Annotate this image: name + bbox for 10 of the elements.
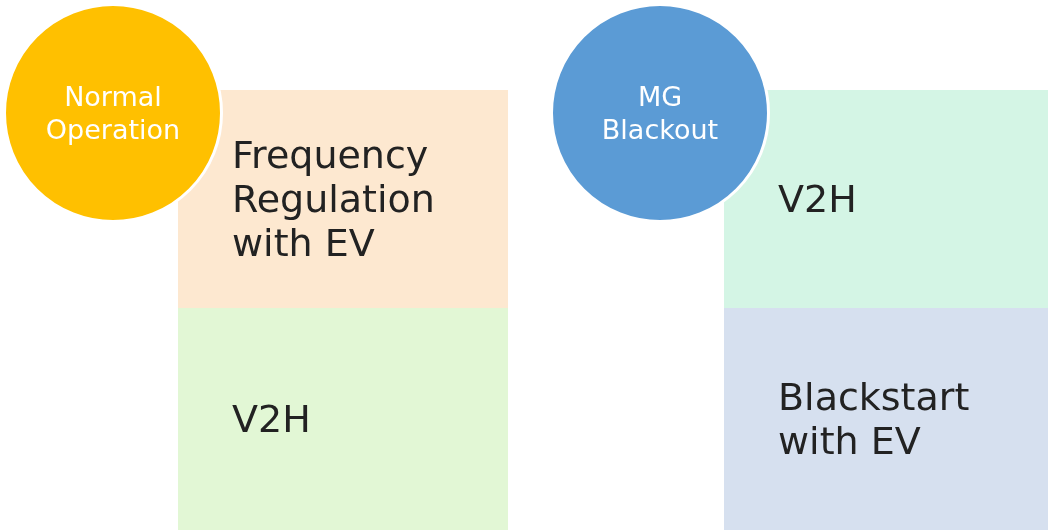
function-label: Frequency Regulation with EV [232, 133, 436, 265]
function-label: V2H [778, 177, 858, 221]
mode-label: MG Blackout [600, 80, 720, 146]
function-box [724, 308, 1048, 530]
function-box [178, 90, 508, 308]
function-box [178, 308, 508, 530]
function-label: Blackstart with EV [778, 375, 971, 463]
function-label: V2H [232, 397, 312, 441]
mode-label: Normal Operation [44, 80, 182, 146]
function-box [724, 90, 1048, 308]
